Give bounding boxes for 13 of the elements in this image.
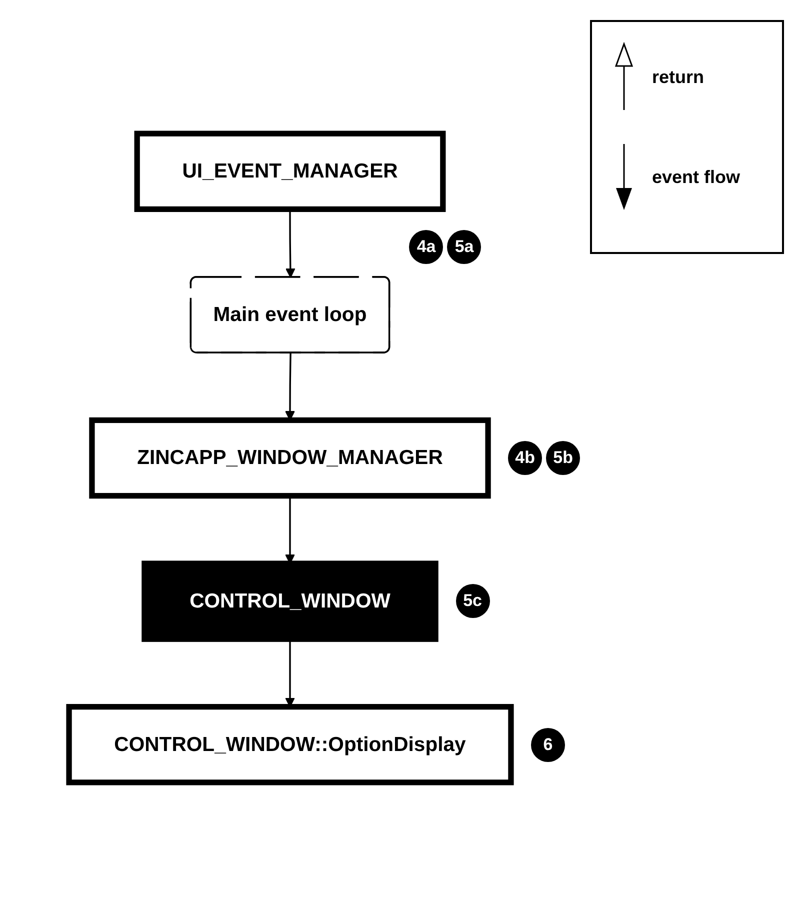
callout-number: 4a — [409, 230, 444, 264]
callout-number: 5b — [546, 441, 580, 475]
process-box: CONTROL_WINDOW — [142, 560, 438, 642]
process-box: UI_EVENT_MANAGER — [134, 130, 446, 212]
legend-label: event flow — [652, 166, 740, 188]
legend-label: return — [652, 66, 704, 88]
callout-number: 5c — [456, 584, 490, 618]
callout-number: 6 — [530, 728, 565, 762]
process-box: ZINCAPP_WINDOW_MANAGER — [89, 417, 491, 499]
process-box: Main event loop — [190, 276, 390, 354]
callout-number: 5a — [447, 230, 482, 264]
callout-number: 4b — [508, 441, 542, 475]
process-box: CONTROL_WINDOW::OptionDisplay — [66, 704, 514, 786]
